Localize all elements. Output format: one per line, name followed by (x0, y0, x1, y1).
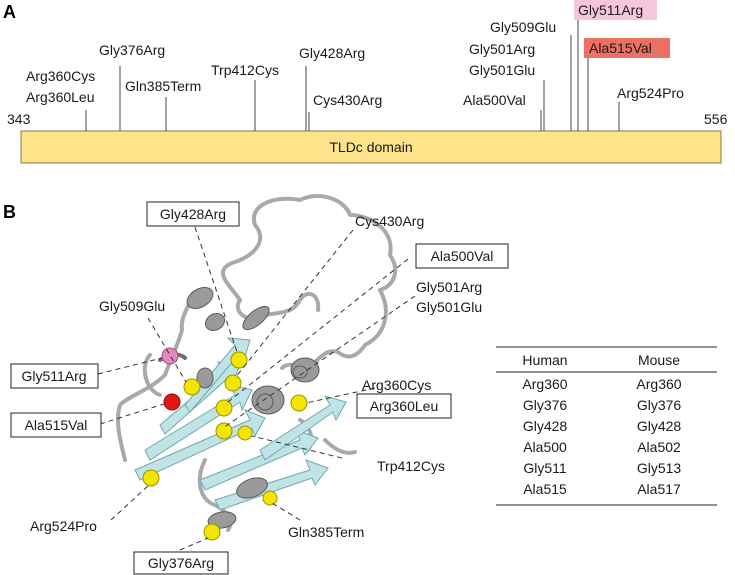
ala515val-highlight (584, 38, 670, 58)
callout-box-gly376arg (133, 551, 229, 575)
label-gln385term: Gln385Term (125, 78, 201, 94)
sphere-trp412 (237, 425, 253, 441)
callout-box-gly511arg (10, 363, 99, 389)
table-header-human: Human (522, 352, 567, 368)
mutation-spheres (142, 347, 308, 541)
callout-arg360leu: Arg360Leu (370, 398, 439, 414)
label-gly511arg: Gly511Arg (578, 2, 643, 18)
callout-cys430arg: Cys430Arg (355, 213, 424, 229)
callout-gly511arg: Gly511Arg (21, 368, 86, 384)
label-gly376arg: Gly376Arg (99, 42, 165, 58)
sphere-ala500 (224, 374, 242, 392)
label-arg360leu: Arg360Leu (26, 89, 95, 105)
label-gly509glu: Gly509Glu (490, 19, 556, 35)
label-arg360cys: Arg360Cys (26, 68, 95, 84)
label-cys430arg: Cys430Arg (313, 92, 382, 108)
mutation-ticks (85, 20, 620, 131)
callout-arg360cys: Arg360Cys (362, 377, 431, 393)
callout-ala515val: Ala515Val (25, 417, 88, 433)
sphere-gln385 (262, 490, 278, 506)
callout-gly509glu: Gly509Glu (99, 298, 165, 314)
table-cell: Ala517 (637, 481, 681, 497)
ortholog-table: Human Mouse Arg360 Arg360 Gly376 Gly376 … (496, 346, 717, 506)
sphere-gly376 (203, 523, 221, 541)
panel-b-label: B (3, 202, 16, 222)
tldc-domain-bar (20, 130, 722, 164)
table-cell: Arg360 (522, 376, 567, 392)
label-ala515val: Ala515Val (589, 40, 652, 56)
table-cell: Gly376 (637, 397, 682, 413)
sphere-gly428 (230, 351, 248, 369)
sphere-cys430 (215, 422, 233, 440)
sphere-gly501 (215, 399, 233, 417)
protein-structure (115, 194, 398, 541)
sphere-gly511 (161, 347, 179, 365)
callout-box-ala500val (415, 243, 509, 269)
helices (186, 287, 320, 529)
label-gly501glu: Gly501Glu (469, 62, 535, 78)
domain-start: 343 (7, 111, 31, 127)
callout-gln385term: Gln385Term (288, 524, 364, 540)
sphere-ala515 (163, 393, 181, 411)
table-cell: Gly513 (637, 460, 682, 476)
label-gly501arg: Gly501Arg (469, 41, 535, 57)
table-cell: Gly428 (523, 418, 568, 434)
label-arg524pro: Arg524Pro (617, 85, 684, 101)
table-cell: Gly428 (637, 418, 682, 434)
callout-ala500val: Ala500Val (431, 248, 494, 264)
structure-callouts: Gly428Arg Cys430Arg Ala500Val Gly501Arg … (10, 201, 509, 575)
table-cell: Gly376 (523, 397, 568, 413)
label-ala500val: Ala500Val (463, 92, 526, 108)
callout-gly376arg: Gly376Arg (148, 555, 214, 571)
callout-trp412cys: Trp412Cys (377, 458, 445, 474)
domain-end: 556 (704, 111, 728, 127)
table-header-mouse: Mouse (638, 352, 680, 368)
callout-gly428arg: Gly428Arg (160, 206, 226, 222)
gly511arg-highlight (574, 0, 657, 20)
table-cell: Arg360 (636, 376, 681, 392)
table-cell: Gly511 (523, 460, 567, 476)
table-cell: Ala515 (523, 481, 567, 497)
sphere-gly509 (183, 378, 201, 396)
callout-gly501arg: Gly501Arg (416, 279, 482, 295)
callout-gly501glu: Gly501Glu (416, 299, 482, 315)
sphere-arg360 (290, 394, 308, 412)
mutation-labels: Arg360Cys Arg360Leu Gly376Arg Gln385Term… (26, 0, 684, 108)
table-cell: Ala500 (523, 439, 567, 455)
domain-label: TLDc domain (329, 139, 412, 155)
callout-box-arg360leu (356, 393, 452, 419)
callout-arg524pro: Arg524Pro (30, 518, 97, 534)
table-cell: Ala502 (637, 439, 681, 455)
leader-lines (97, 226, 416, 551)
label-gly428arg: Gly428Arg (299, 45, 365, 61)
panel-a-label: A (3, 2, 16, 22)
label-trp412cys: Trp412Cys (211, 62, 279, 78)
callout-box-gly428arg (146, 201, 240, 227)
sphere-arg524 (142, 469, 160, 487)
callout-box-ala515val (10, 412, 102, 438)
